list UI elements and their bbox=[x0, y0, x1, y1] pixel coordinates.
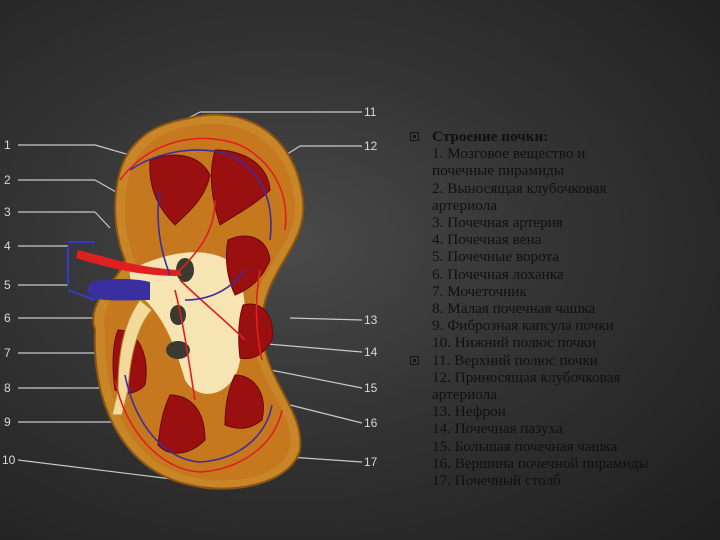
renal-artery bbox=[76, 250, 182, 276]
callout-11: 11 bbox=[364, 105, 377, 119]
callout-8: 8 bbox=[4, 381, 11, 395]
legend-line: почечные пирамиды bbox=[432, 162, 565, 180]
legend-line: 13. Нефрон bbox=[432, 403, 506, 421]
legend-paragraph-1: Строение почки: 1. Мозговое вещество и п… bbox=[410, 128, 715, 352]
callout-4: 4 bbox=[4, 239, 11, 253]
legend-line: 15. Большая почечная чашка bbox=[432, 437, 618, 455]
callout-1: 1 bbox=[4, 138, 11, 152]
callout-12: 12 bbox=[364, 139, 378, 153]
legend-line: артериола bbox=[432, 196, 497, 214]
legend-line: 12. Приносящая клубочковая bbox=[432, 368, 621, 386]
callout-7: 7 bbox=[4, 346, 11, 360]
vessel-network bbox=[114, 137, 287, 473]
legend-line: 8. Малая почечная чашка bbox=[432, 300, 596, 318]
legend-line: 11. Верхний полюс почки bbox=[432, 351, 598, 369]
legend-paragraph-2: 11. Верхний полюс почки 12. Приносящая к… bbox=[410, 352, 715, 490]
legend-line: 7. Мочеточник bbox=[432, 282, 527, 300]
callout-14: 14 bbox=[364, 345, 378, 359]
bullet-icon bbox=[410, 132, 419, 141]
legend-line: 4. Почечная вена bbox=[432, 231, 542, 249]
callout-3: 3 bbox=[4, 205, 11, 219]
legend-line: 14. Почечная пазуха bbox=[432, 420, 563, 438]
legend-line: 1. Мозговое вещество и bbox=[432, 145, 586, 163]
kidney-diagram: 1 2 3 4 5 6 7 8 9 10 11 12 13 14 15 16 1… bbox=[2, 105, 378, 490]
legend-line: 3. Почечная артерия bbox=[432, 214, 563, 232]
renal-sinus bbox=[129, 252, 245, 394]
callout-10: 10 bbox=[2, 453, 16, 467]
callout-numbers: 1 2 3 4 5 6 7 8 9 10 11 12 13 14 15 16 1… bbox=[2, 105, 378, 469]
callout-5: 5 bbox=[4, 278, 11, 292]
legend-line: 10. Нижний полюс почки bbox=[432, 334, 597, 352]
callout-6: 6 bbox=[4, 311, 11, 325]
callout-13: 13 bbox=[364, 313, 378, 327]
legend-line: 2. Выносящая клубочковая bbox=[432, 179, 607, 197]
calyces bbox=[166, 258, 194, 359]
legend-line: 5. Почечные ворота bbox=[432, 248, 560, 266]
legend-line: артериола bbox=[432, 386, 497, 404]
bullet-icon bbox=[410, 355, 419, 365]
legend-line: 16. Вершина почечной пирамиды bbox=[432, 454, 649, 472]
callout-9: 9 bbox=[4, 415, 11, 429]
ureter bbox=[111, 299, 153, 416]
legend-line: 17. Почечный столб bbox=[432, 472, 561, 490]
callout-2: 2 bbox=[4, 173, 11, 187]
renal-vein bbox=[87, 279, 150, 301]
legend-text: Строение почки: 1. Мозговое вещество и п… bbox=[410, 128, 715, 489]
vessel-bracket bbox=[67, 241, 96, 301]
callout-16: 16 bbox=[364, 416, 378, 430]
legend-line: 9. Фиброзная капсула почки bbox=[432, 317, 614, 335]
callout-15: 15 bbox=[364, 381, 378, 395]
legend-line: 6. Почечная лоханка bbox=[432, 265, 564, 283]
callout-17: 17 bbox=[364, 455, 378, 469]
legend-title: Строение почки: bbox=[432, 128, 549, 145]
